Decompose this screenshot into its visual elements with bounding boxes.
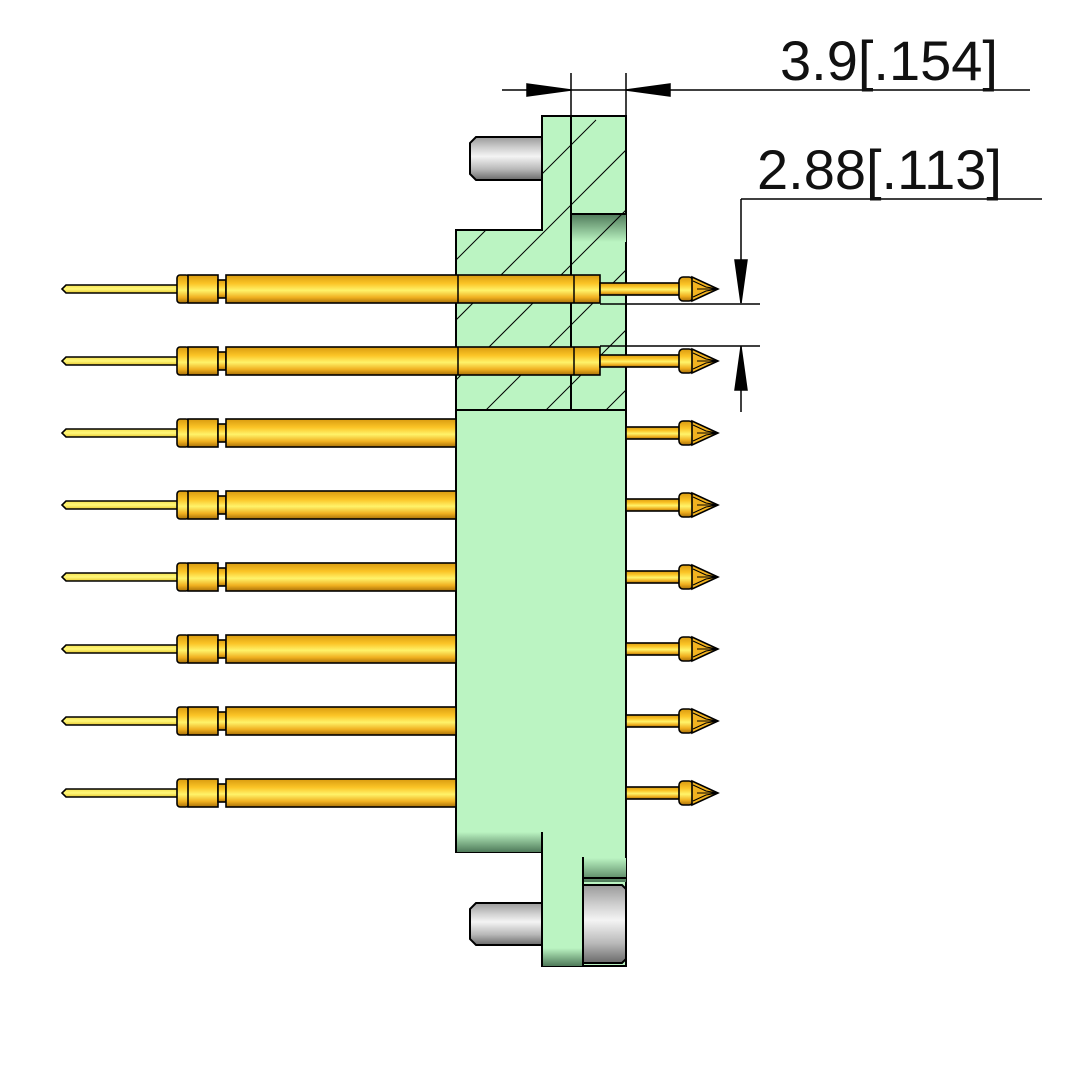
- guide-pin-top: [469, 136, 543, 181]
- pin-tail: [60, 716, 179, 726]
- pin-barrel: [225, 778, 457, 808]
- pin-tail: [60, 356, 179, 366]
- dimension-height: [600, 198, 1042, 412]
- arrow-left-icon: [625, 83, 671, 97]
- contact-pin: [60, 274, 720, 304]
- contact-pin: [60, 634, 720, 664]
- dimension-height-label: 2.88[.113]: [757, 138, 1002, 201]
- pin-tail: [60, 788, 179, 798]
- contact-pins: [60, 274, 720, 808]
- pin-barrel: [225, 490, 457, 520]
- pin-barrel: [225, 346, 601, 376]
- pin-barrel: [225, 634, 457, 664]
- pin-plunger: [625, 498, 681, 512]
- contact-pin: [60, 490, 720, 520]
- dimension-width-label: 3.9[.154]: [780, 29, 998, 92]
- pin-plunger: [599, 282, 681, 296]
- pin-tail: [60, 284, 179, 294]
- contact-pin: [60, 778, 720, 808]
- pin-barrel: [225, 418, 457, 448]
- pin-barrel: [225, 706, 457, 736]
- contact-pin: [60, 346, 720, 376]
- guide-pin-bottom: [469, 902, 543, 946]
- pin-tail: [60, 644, 179, 654]
- pin-tail: [60, 500, 179, 510]
- pin-tail: [60, 572, 179, 582]
- pin-barrel: [225, 562, 457, 592]
- arrow-down-icon: [734, 259, 748, 304]
- contact-pin: [60, 706, 720, 736]
- contact-pin: [60, 418, 720, 448]
- pin-plunger: [625, 642, 681, 656]
- arrow-up-icon: [734, 346, 748, 391]
- housing-shadow-foot: [543, 948, 583, 966]
- housing: [455, 115, 627, 967]
- pin-plunger: [599, 354, 681, 368]
- arrow-right-icon: [526, 83, 572, 97]
- pin-barrel: [225, 274, 601, 304]
- pin-plunger: [625, 714, 681, 728]
- dimension-width: [502, 73, 1030, 116]
- pin-plunger: [625, 426, 681, 440]
- pin-plunger: [625, 786, 681, 800]
- guide-pin-bottom-head: [582, 884, 627, 964]
- pin-tail: [60, 428, 179, 438]
- pin-plunger: [625, 570, 681, 584]
- contact-pin: [60, 562, 720, 592]
- housing-shadow-bottom: [457, 832, 542, 852]
